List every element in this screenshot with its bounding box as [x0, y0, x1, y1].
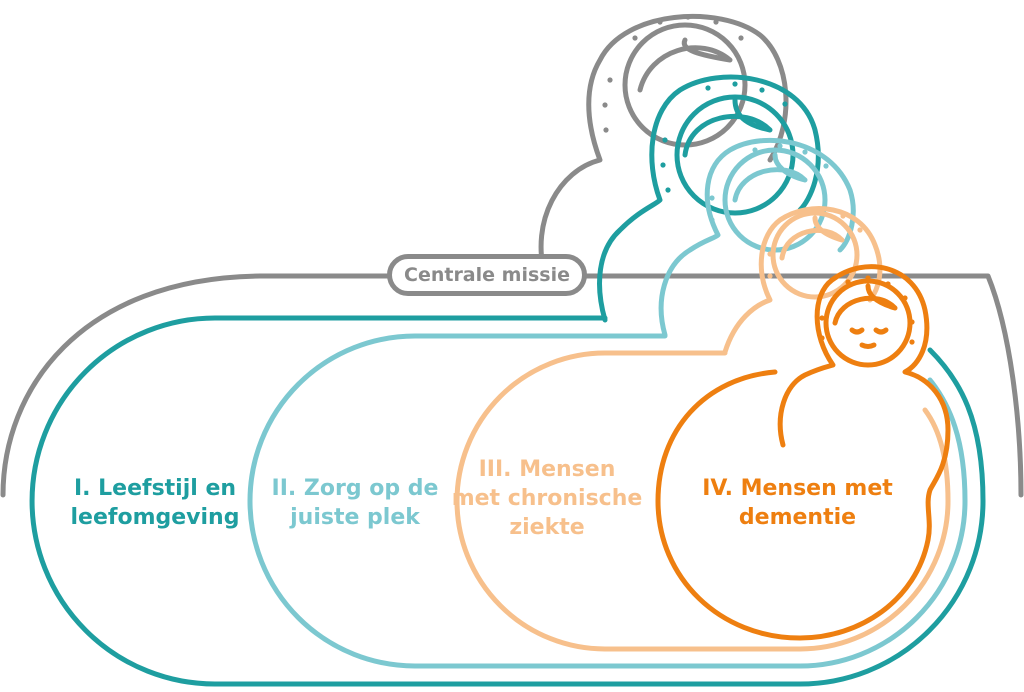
- domain-label-3: III. Mensen met chronische ziekte: [447, 455, 647, 542]
- doll-dots-lightblue: [709, 143, 829, 223]
- domain-pill-2: [247, 333, 968, 669]
- domain-label-line: dementie: [738, 505, 857, 530]
- domain-label-4: IV. Mensen met dementie: [690, 474, 905, 532]
- domain-label-line: met chronische: [451, 486, 643, 511]
- domain-label-line: juiste plek: [290, 505, 420, 530]
- domain-label-line: IV. Mensen met: [702, 476, 893, 501]
- domain-label-2: II. Zorg op de juiste plek: [255, 474, 455, 532]
- domain-label-line: leefomgeving: [70, 505, 240, 530]
- domain-pill-1: [29, 315, 986, 687]
- domain-pill-3: [454, 350, 951, 652]
- domain-label-line: ziekte: [509, 515, 585, 540]
- doll-dots-orange: [819, 275, 915, 345]
- matryoshka-doll-icon: [655, 264, 951, 641]
- domain-label-line: III. Mensen: [478, 457, 616, 482]
- matryoshka-doll-icon: [722, 206, 883, 355]
- matryoshka-doll-icon: [538, 13, 789, 279]
- mission-arch: [0, 273, 1024, 498]
- doll-dots-peach: [767, 207, 863, 279]
- domain-label-line: II. Zorg op de: [271, 476, 439, 501]
- doll-dots-grey: [602, 14, 744, 133]
- domain-label-line: I. Leefstijl en: [73, 476, 237, 501]
- doll-dots-teal: [660, 81, 788, 193]
- central-mission-label: Centrale missie: [387, 254, 587, 296]
- domain-label-1: I. Leefstijl en leefomgeving: [55, 474, 255, 532]
